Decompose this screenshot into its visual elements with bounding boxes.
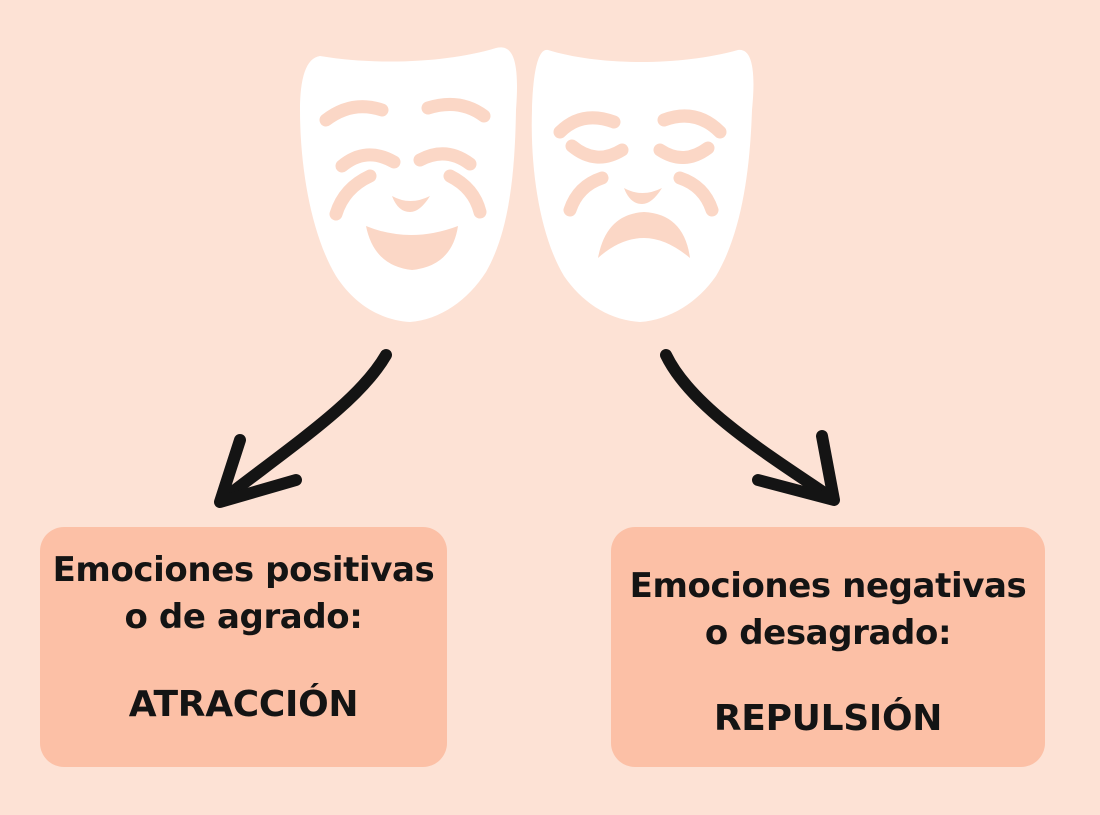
repulsion-keyword: REPULSIÓN <box>713 698 943 739</box>
positive-emotions-line1: Emociones positivas <box>52 550 435 590</box>
tragedy-mask-features <box>553 109 727 217</box>
attraction-keyword: ATRACCIÓN <box>128 684 359 725</box>
comedy-mask-icon <box>300 47 518 323</box>
arrow-to-repulsion <box>660 349 840 506</box>
tragedy-mask-mouth <box>598 212 690 258</box>
comedy-mask-nose <box>392 196 430 212</box>
comedy-mask-features <box>319 97 491 221</box>
negative-emotions-box: Emociones negativas o desagrado: REPULSI… <box>611 527 1045 767</box>
comedy-mask-face <box>300 47 518 323</box>
positive-emotions-box: Emociones positivas o de agrado: ATRACCI… <box>40 527 447 767</box>
negative-emotions-line2: o desagrado: <box>704 613 952 653</box>
tragedy-mask-icon <box>531 49 754 322</box>
negative-emotions-line1: Emociones negativas <box>629 566 1027 606</box>
positive-emotions-line2: o de agrado: <box>124 597 363 637</box>
comedy-mask-mouth <box>366 226 458 270</box>
arrow-to-atraccion <box>214 349 392 508</box>
tragedy-mask-nose <box>624 188 662 204</box>
